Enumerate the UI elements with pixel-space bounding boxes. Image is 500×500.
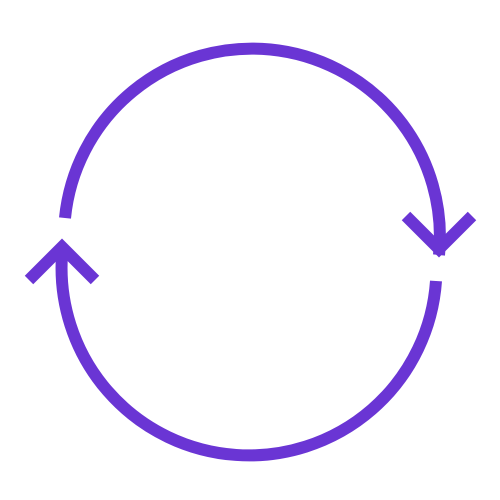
bottom-arc	[55, 254, 442, 462]
right-arrowhead	[401, 211, 477, 258]
left-arrowhead	[24, 238, 100, 285]
top-arc	[59, 42, 446, 256]
